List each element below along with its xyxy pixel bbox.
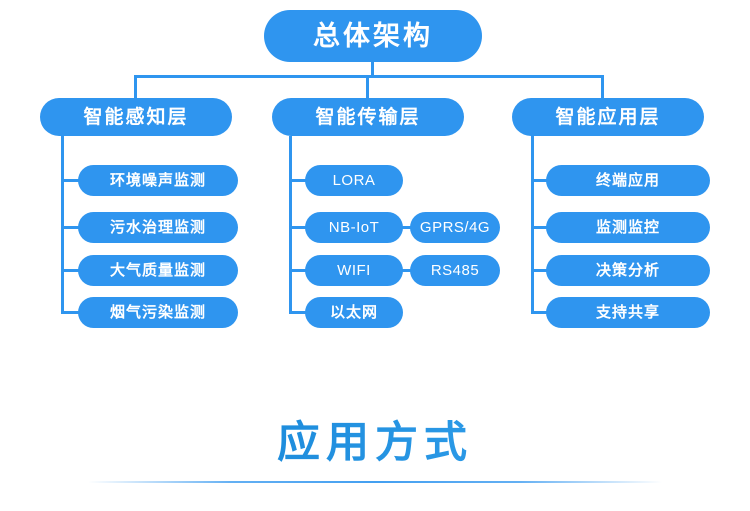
connector-stub-1-1 xyxy=(61,179,81,182)
node-root[interactable]: 总体架构 xyxy=(264,10,482,62)
node-layer-application[interactable]: 智能应用层 xyxy=(512,98,704,136)
footer-divider xyxy=(88,481,662,483)
connector-stub-2-3 xyxy=(289,269,309,272)
node-leaf-transmission-2-side[interactable]: GPRS/4G xyxy=(410,212,500,243)
footer-title: 应用方式 xyxy=(0,408,750,470)
connector-side-nbiot-gprs xyxy=(399,226,414,229)
connector-stub-3-4 xyxy=(531,311,551,314)
connector-stub-2-1 xyxy=(289,179,309,182)
node-leaf-application-1[interactable]: 终端应用 xyxy=(546,165,710,196)
connector-stub-1-4 xyxy=(61,311,81,314)
node-leaf-application-3[interactable]: 决策分析 xyxy=(546,255,710,286)
node-leaf-perception-1[interactable]: 环境噪声监测 xyxy=(78,165,238,196)
node-layer-perception[interactable]: 智能感知层 xyxy=(40,98,232,136)
node-leaf-perception-3[interactable]: 大气质量监测 xyxy=(78,255,238,286)
connector-stub-3-2 xyxy=(531,226,551,229)
node-layer-transmission[interactable]: 智能传输层 xyxy=(272,98,464,136)
connector-spine-column-3 xyxy=(531,136,534,313)
node-leaf-transmission-3[interactable]: WIFI xyxy=(305,255,403,286)
node-leaf-application-2[interactable]: 监测监控 xyxy=(546,212,710,243)
connector-spine-column-1 xyxy=(61,136,64,313)
node-leaf-transmission-4[interactable]: 以太网 xyxy=(305,297,403,328)
node-leaf-perception-2[interactable]: 污水治理监测 xyxy=(78,212,238,243)
connector-stub-2-4 xyxy=(289,311,309,314)
node-leaf-transmission-3-side[interactable]: RS485 xyxy=(410,255,500,286)
node-leaf-perception-4[interactable]: 烟气污染监测 xyxy=(78,297,238,328)
connector-stub-1-2 xyxy=(61,226,81,229)
connector-drop-layer-1 xyxy=(134,75,137,99)
connector-drop-layer-3 xyxy=(601,75,604,99)
connector-stub-1-3 xyxy=(61,269,81,272)
connector-drop-layer-2 xyxy=(366,75,369,99)
node-leaf-application-4[interactable]: 支持共享 xyxy=(546,297,710,328)
connector-root-stem xyxy=(371,62,374,77)
node-leaf-transmission-2[interactable]: NB-IoT xyxy=(305,212,403,243)
connector-stub-2-2 xyxy=(289,226,309,229)
connector-stub-3-3 xyxy=(531,269,551,272)
connector-side-wifi-rs485 xyxy=(399,269,414,272)
node-leaf-transmission-1[interactable]: LORA xyxy=(305,165,403,196)
connector-spine-column-2 xyxy=(289,136,292,313)
connector-layer-bus xyxy=(134,75,604,78)
connector-stub-3-1 xyxy=(531,179,551,182)
